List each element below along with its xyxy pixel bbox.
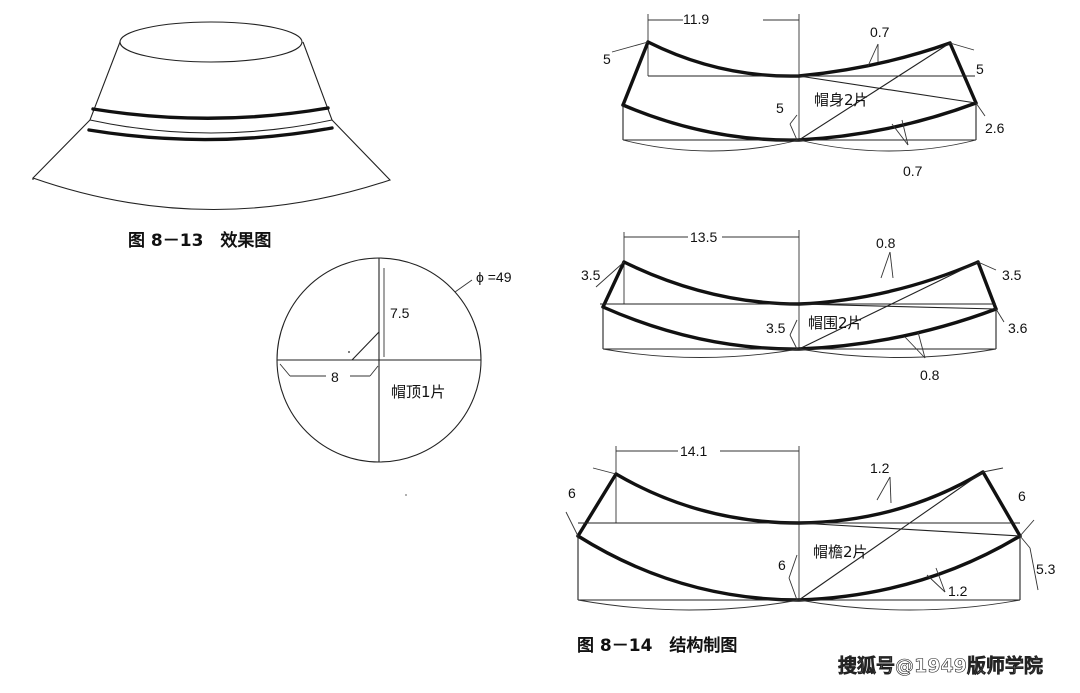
- brim-right-side-dim: 6: [1018, 488, 1026, 504]
- brim-top-curve-dim: 1.2: [870, 460, 890, 476]
- body-right-side-dim: 5: [976, 61, 984, 77]
- brim-left-side-dim: 6: [568, 485, 576, 501]
- scan-speck: [405, 494, 407, 496]
- band-pattern-piece: [595, 230, 1005, 359]
- watermark: 搜狐号@1949版师学院: [838, 654, 1043, 677]
- figure-8-14-caption: 图 8－14 结构制图: [577, 635, 737, 656]
- band-piece-label: 帽围2片: [808, 314, 863, 332]
- brim-center-height-dim: 6: [778, 557, 786, 573]
- brim-bottom-curve-dim: 1.2: [948, 583, 968, 599]
- body-top-width-dim: 11.9: [683, 11, 709, 27]
- band-right-side-dim: 3.5: [1002, 267, 1022, 283]
- crown-horizontal-dim: 8: [331, 369, 339, 385]
- body-pattern-piece: [611, 14, 986, 152]
- body-right-drop-dim: 2.6: [985, 120, 1005, 136]
- crown-vertical-dim: 7.5: [390, 305, 410, 321]
- brim-piece-label: 帽檐2片: [813, 543, 868, 561]
- band-top-width-dim: 13.5: [690, 229, 717, 245]
- scan-speck: [348, 351, 350, 353]
- hat-illustration: [32, 21, 392, 211]
- crown-piece-label: 帽顶1片: [391, 383, 446, 401]
- body-left-side-dim: 5: [603, 51, 611, 67]
- crown-phi-label: ϕ =49: [476, 269, 512, 285]
- brim-top-width-dim: 14.1: [680, 443, 707, 459]
- band-top-curve-dim: 0.8: [876, 235, 896, 251]
- body-bottom-curve-dim: 0.7: [903, 163, 923, 179]
- body-top-curve-dim: 0.7: [870, 24, 890, 40]
- brim-pattern-piece: [565, 446, 1039, 611]
- band-right-drop-dim: 3.6: [1008, 320, 1028, 336]
- body-center-height-dim: 5: [776, 100, 784, 116]
- band-center-height-dim: 3.5: [766, 320, 786, 336]
- crown-top-piece: [276, 257, 482, 463]
- body-piece-label: 帽身2片: [814, 91, 869, 109]
- band-left-side-dim: 3.5: [581, 267, 601, 283]
- figure-8-13-caption: 图 8－13 效果图: [128, 230, 271, 251]
- band-bottom-curve-dim: 0.8: [920, 367, 940, 383]
- brim-right-drop-dim: 5.3: [1036, 561, 1056, 577]
